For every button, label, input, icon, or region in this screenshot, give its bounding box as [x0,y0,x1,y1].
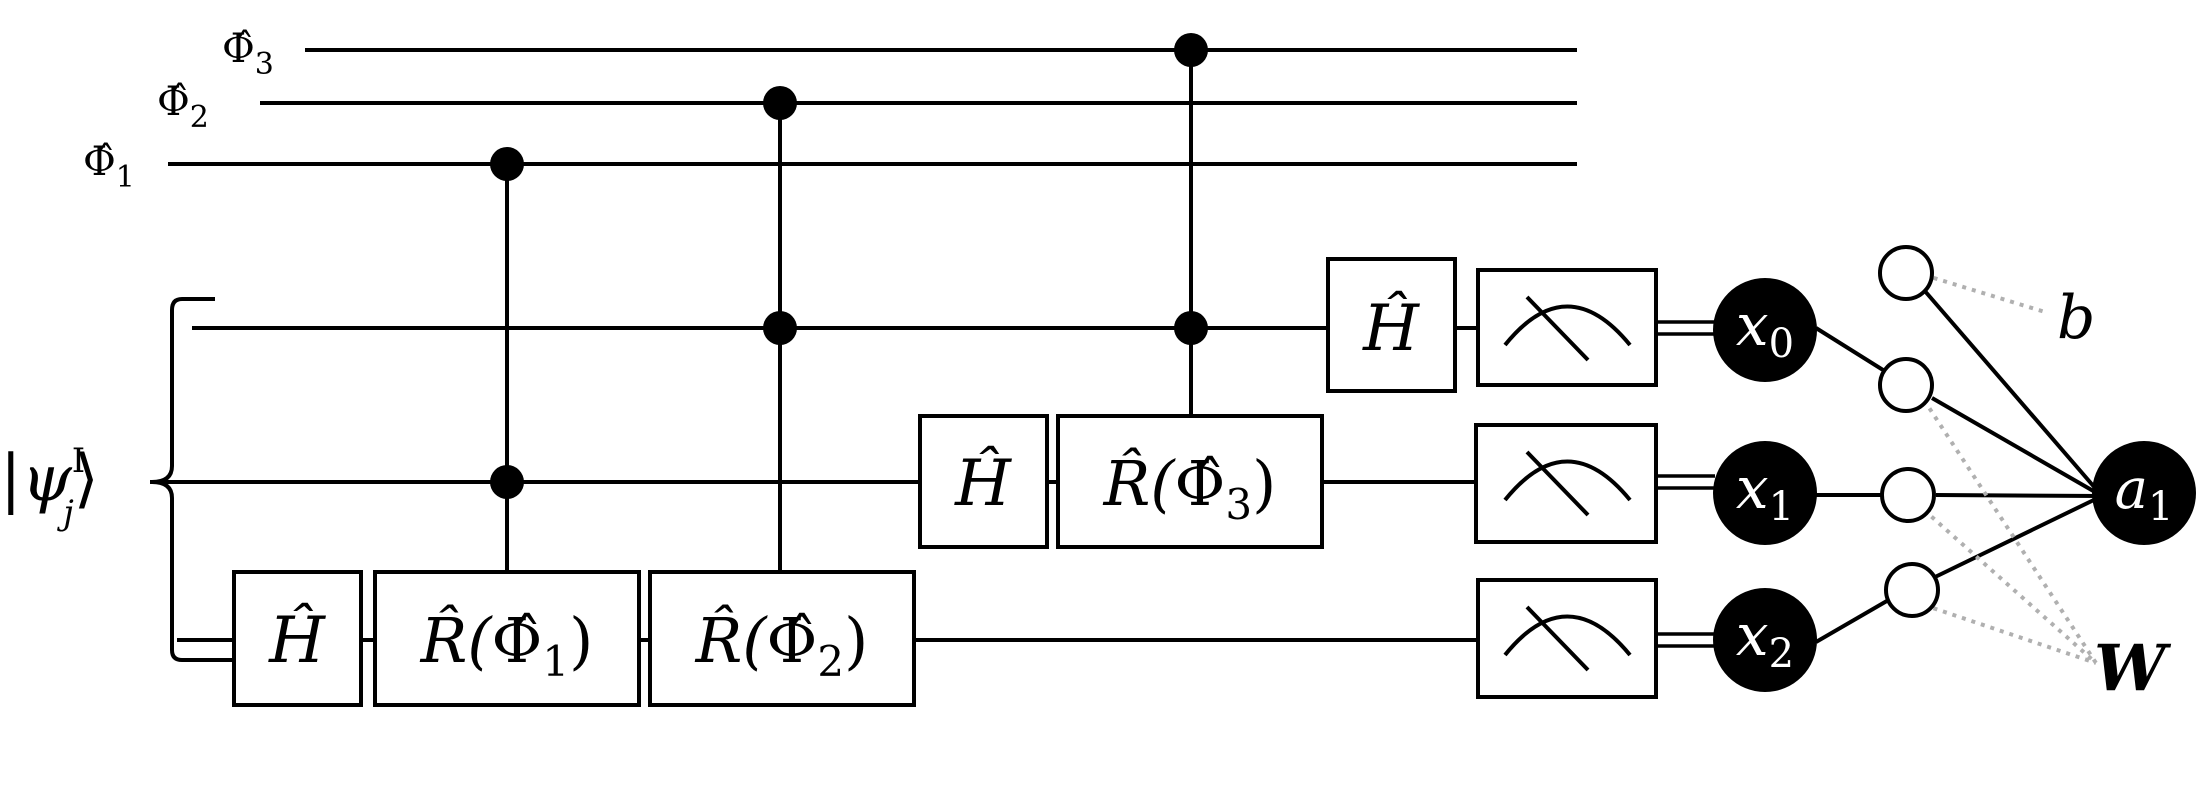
measurement-q1 [1474,423,1658,544]
hadamard-gate-q0-label: Ĥ [1362,291,1420,366]
output-node-x2-label: x2 [1736,601,1794,677]
hadamard-gate-q1-label: Ĥ [954,446,1012,521]
measurement-q0 [1476,268,1658,387]
meter-icon [1474,423,1658,544]
rotation-gate-phi2-label: R̂(Φ̂2) [695,604,869,686]
rotation-gate-phi3 [1056,414,1324,549]
phi-2-label: Φ̂2 [157,79,209,135]
bias-label: b [2057,283,2095,353]
control-dot [763,311,797,345]
hidden-node-bias [1878,245,1934,301]
input-brace [151,297,236,662]
output-node-x1-label: x1 [1736,454,1794,530]
phi-1-label: Φ̂1 [83,139,135,195]
hadamard-gate-q2 [232,570,363,707]
rotation-gate-phi1 [373,570,641,707]
output-node-x2 [1713,588,1817,692]
weight-label: W [2094,631,2172,706]
rotation-gate-phi1-label: R̂(Φ̂1) [420,604,594,686]
control-dot [490,465,524,499]
hadamard-gate-q0 [1326,257,1457,393]
hadamard-gate-q1 [918,414,1049,549]
output-node-x1 [1713,441,1817,545]
control-dot [763,86,797,120]
network-output-node-a1 [2092,441,2196,545]
control-dot [1174,311,1208,345]
hidden-node [1878,357,1934,413]
hidden-node [1880,467,1936,523]
rotation-gate-phi3-label: R̂(Φ̂3) [1103,447,1277,529]
phi-3-label: Φ̂3 [222,26,274,82]
meter-icon [1476,578,1658,699]
network-output-node-a1-label: a1 [2115,457,2174,530]
output-node-x0-label: x0 [1736,291,1794,367]
control-dot [1174,33,1208,67]
measurement-q2 [1476,578,1658,699]
meter-icon [1476,268,1658,387]
control-dot [490,147,524,181]
rotation-gate-phi2 [648,570,916,707]
output-node-x0 [1713,278,1817,382]
hadamard-gate-q2-label: Ĥ [268,603,326,678]
hidden-node [1884,562,1940,618]
